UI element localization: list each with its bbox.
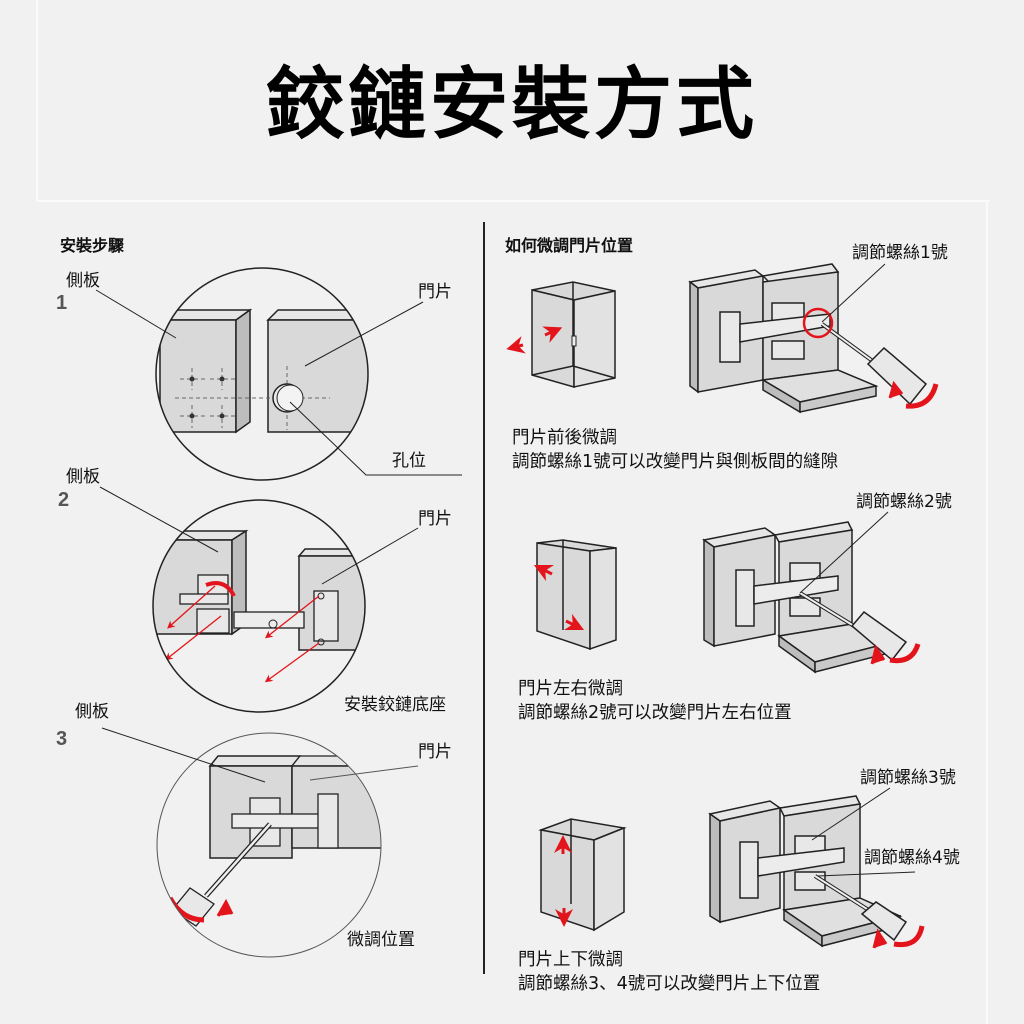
- install-steps-heading: 安裝步驟: [60, 236, 125, 255]
- adjust-heading: 如何微調門片位置: [505, 236, 634, 255]
- adjust1-text: 調節螺絲1號可以改變門片與側板間的縫隙: [512, 452, 839, 472]
- cabinet-left-right: [533, 539, 617, 651]
- cabinet-front-back: [506, 281, 616, 388]
- adjust3-title: 門片上下微調: [518, 950, 623, 970]
- page-title: 鉸鏈安裝方式: [265, 60, 758, 150]
- step2-side-panel-label: 側板: [66, 467, 100, 487]
- adjust3-text: 調節螺絲3、4號可以改變門片上下位置: [518, 974, 821, 994]
- screw4-label: 調節螺絲4號: [864, 848, 960, 868]
- step1-number: 1: [56, 292, 68, 314]
- adjust2-title: 門片左右微調: [518, 679, 623, 699]
- step3-door-label: 門片: [418, 742, 452, 762]
- screw2-label: 調節螺絲2號: [856, 492, 952, 512]
- hinge-screw1-diagram: [688, 263, 939, 414]
- step2-diagram: [99, 486, 419, 713]
- cabinet-up-down: [538, 818, 627, 932]
- step1-door-label: 門片: [418, 282, 452, 302]
- step2-door-label: 門片: [418, 509, 452, 529]
- frame-edge: [986, 200, 988, 1024]
- adjust2-text: 調節螺絲2號可以改變門片左右位置: [518, 703, 792, 723]
- screw3-label: 調節螺絲3號: [860, 768, 956, 788]
- hinge-screw2-diagram: [702, 511, 921, 674]
- step3-number: 3: [56, 728, 68, 750]
- screw1-label: 調節螺絲1號: [852, 243, 948, 263]
- step3-adjust-label: 微調位置: [347, 930, 415, 950]
- column-divider: [483, 222, 485, 974]
- step1-diagram: [95, 267, 462, 481]
- hinge-screw34-diagram: [708, 787, 925, 949]
- step1-hole-label: 孔位: [392, 451, 426, 471]
- title-frame: [36, 0, 990, 202]
- adjust1-title: 門片前後微調: [512, 428, 617, 448]
- step2-install-base-label: 安裝鉸鏈底座: [344, 695, 446, 715]
- step3-side-panel-label: 側板: [75, 702, 109, 722]
- step2-number: 2: [58, 489, 70, 511]
- step3-diagram: [101, 727, 419, 958]
- step1-side-panel-label: 側板: [66, 271, 100, 291]
